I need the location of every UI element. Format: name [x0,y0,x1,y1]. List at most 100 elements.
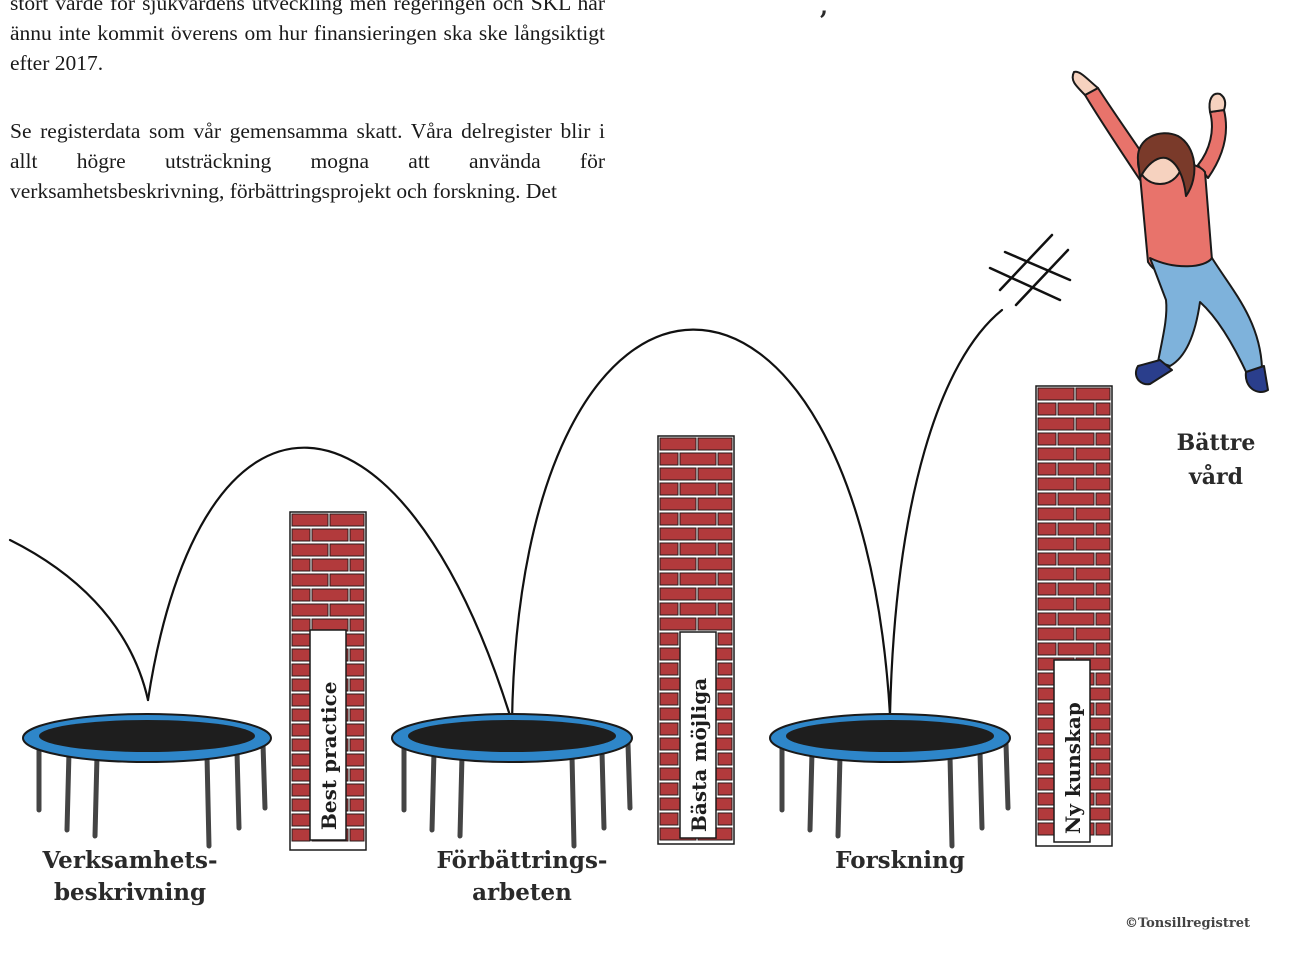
brick [1057,522,1095,536]
brick [1095,762,1111,776]
brick [717,692,733,706]
brick [1037,432,1057,446]
brick [1057,642,1095,656]
brick [1075,477,1111,491]
brick [291,798,311,812]
brick [1037,462,1057,476]
trampoline-2 [391,713,633,849]
brick [311,588,349,602]
brick [659,437,697,451]
wall-label-basta-mojliga: Bästa möjliga [687,678,711,832]
brick [349,708,365,722]
brick [697,467,733,481]
brick [1037,417,1075,431]
brick [717,482,733,496]
brick [1095,612,1111,626]
brick [1037,627,1075,641]
brick [659,467,697,481]
brick [1057,432,1095,446]
wall-label-ny-kunskap: Ny kunskap [1061,702,1085,834]
brick [1057,552,1095,566]
brick [1075,567,1111,581]
brick [1057,402,1095,416]
person-right-shoe [1244,365,1269,393]
brick [349,528,365,542]
brick [291,738,311,752]
brick [659,587,697,601]
brick [1037,642,1057,656]
brick [659,452,679,466]
wall-label-best-practice: Best practice [317,682,341,831]
brick [349,678,365,692]
brick [349,798,365,812]
brick [717,722,733,736]
brick [291,588,311,602]
brick [349,588,365,602]
brick [1075,387,1111,401]
brick [1037,492,1057,506]
brick [1095,702,1111,716]
brick [1037,507,1075,521]
brick [1037,387,1075,401]
brick [1057,462,1095,476]
person-jeans [1149,257,1263,377]
brick [659,752,679,766]
brick [1095,732,1111,746]
brick [329,603,365,617]
arc-0 [8,538,150,702]
brick [1095,552,1111,566]
brick [291,768,311,782]
brick [329,573,365,587]
brick [1075,447,1111,461]
brick [679,482,717,496]
brick [291,603,329,617]
stage-3-line-1: Forskning [835,847,965,874]
brick [311,618,349,632]
brick [697,617,733,631]
brick [679,602,717,616]
brick [291,828,311,842]
brick [291,648,311,662]
brick [659,692,679,706]
brick [329,543,365,557]
brick [1095,402,1111,416]
brick [291,678,311,692]
person-hair [1136,132,1196,197]
brick [1075,537,1111,551]
brick [659,572,679,586]
trampolines [22,713,1011,849]
brick [717,662,733,676]
bounce-arcs [8,308,1004,724]
brick [349,558,365,572]
brick [1095,582,1111,596]
brick [1095,672,1111,686]
arc-1 [146,446,514,724]
trampoline-3 [769,713,1011,849]
brick [659,542,679,556]
brick [1095,432,1111,446]
brick [1075,627,1111,641]
person-right-arm [1197,109,1228,179]
brick [349,828,365,842]
brick [1037,447,1075,461]
brick [659,662,679,676]
brick [659,617,697,631]
brick [717,812,733,826]
brick [1037,402,1057,416]
body-paragraph-2: Se registerdata som vår gemensamma skatt… [10,119,605,203]
brick [1095,462,1111,476]
brick [329,513,365,527]
stage-labels: Verksamhets- beskrivning Förbättrings- a… [41,847,964,906]
wall-labels: Best practice Bästa möjliga Ny kunskap [309,629,1091,843]
brick [1095,642,1111,656]
stage-2-line-1: Förbättrings- [437,847,608,874]
brick [1057,612,1095,626]
brick [659,512,679,526]
jumping-person [1071,70,1269,393]
brick [659,632,679,646]
brick [1075,417,1111,431]
brick [1037,612,1057,626]
stage-1-line-2: beskrivning [54,879,206,906]
goal-line-2: vård [1188,464,1243,490]
